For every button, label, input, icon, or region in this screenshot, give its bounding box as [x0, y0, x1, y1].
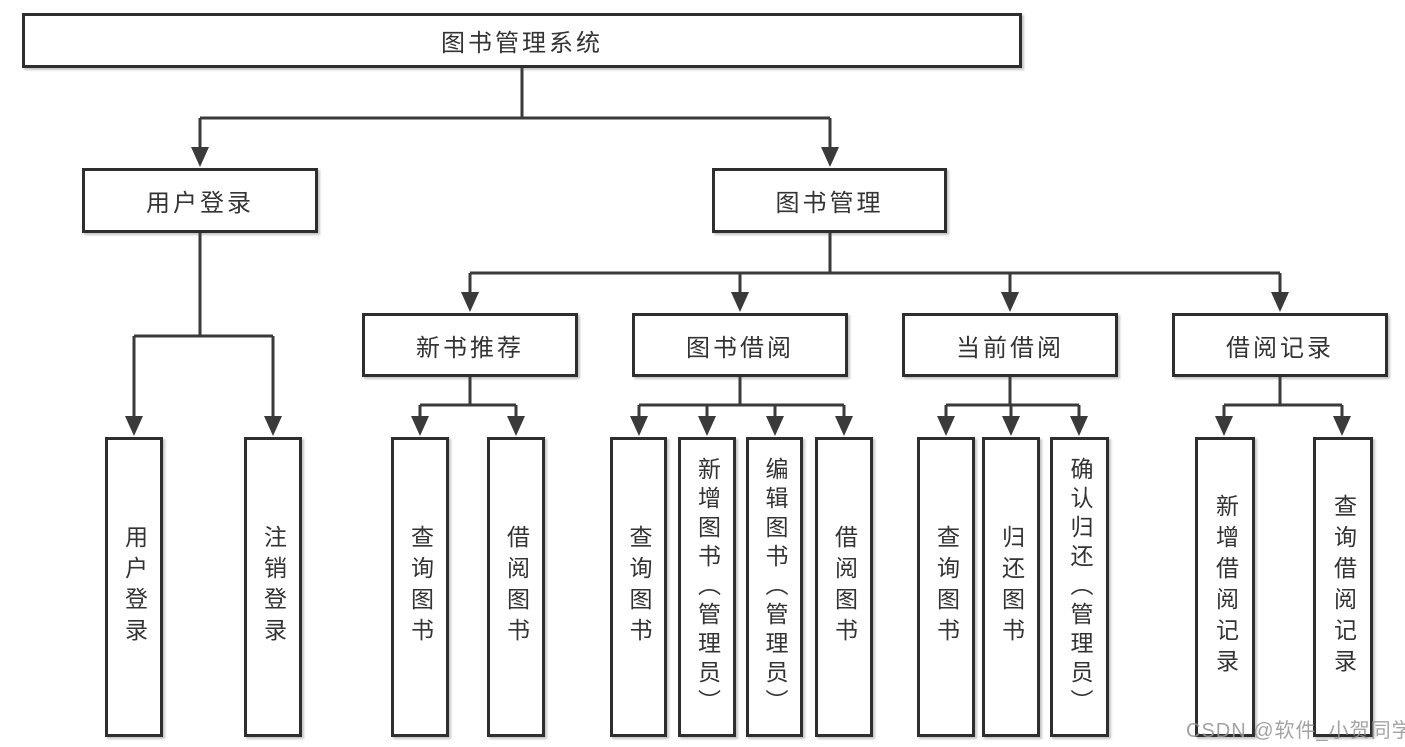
leaf-rec-query-book: 查询图书 — [391, 437, 449, 737]
leaf-rec-borrow-book-label: 借阅图书 — [503, 525, 530, 649]
leaf-rec-query-book-label: 查询图书 — [407, 525, 434, 649]
leaf-bb-add-book-label: 新增图书（管理员） — [694, 456, 721, 718]
leaf-user-login-label: 用户登录 — [121, 525, 148, 649]
leaf-bb-add-book: 新增图书（管理员） — [678, 437, 736, 737]
leaf-cb-return-book-label: 归还图书 — [998, 525, 1025, 649]
leaf-cb-return-book: 归还图书 — [982, 437, 1040, 737]
node-user-login-label: 用户登录 — [146, 190, 254, 217]
leaf-cb-confirm-return: 确认归还（管理员） — [1050, 437, 1109, 737]
leaf-bb-edit-book: 编辑图书（管理员） — [746, 437, 803, 737]
leaf-br-query-record-label: 查询借阅记录 — [1330, 494, 1357, 680]
node-user-login: 用户登录 — [82, 168, 318, 233]
node-borrowing-records: 借阅记录 — [1172, 313, 1388, 377]
leaf-user-login: 用户登录 — [105, 437, 163, 737]
leaf-cb-query-book-label: 查询图书 — [933, 525, 960, 649]
node-root: 图书管理系统 — [22, 13, 1022, 68]
leaf-br-query-record: 查询借阅记录 — [1313, 437, 1373, 737]
leaf-bb-borrow-book-label: 借阅图书 — [831, 525, 858, 649]
node-current-borrowing-label: 当前借阅 — [956, 334, 1064, 362]
leaf-rec-borrow-book: 借阅图书 — [487, 437, 545, 737]
leaf-bb-query-book-label: 查询图书 — [626, 525, 652, 649]
node-book-management: 图书管理 — [712, 168, 947, 233]
leaf-br-add-record-label: 新增借阅记录 — [1212, 494, 1239, 680]
node-new-book-recommend-label: 新书推荐 — [416, 334, 524, 362]
leaf-cb-confirm-return-label: 确认归还（管理员） — [1067, 456, 1093, 718]
node-borrowing-records-label: 借阅记录 — [1226, 334, 1334, 362]
node-current-borrowing: 当前借阅 — [902, 313, 1118, 377]
leaf-bb-edit-book-label: 编辑图书（管理员） — [762, 456, 788, 718]
leaf-br-add-record: 新增借阅记录 — [1195, 437, 1255, 737]
leaf-bb-query-book: 查询图书 — [610, 437, 667, 737]
node-new-book-recommend: 新书推荐 — [362, 313, 578, 377]
leaf-logout-label: 注销登录 — [260, 525, 287, 649]
node-book-borrowing-label: 图书借阅 — [686, 334, 794, 362]
csdn-watermark: CSDN @软件_小贺同学 — [1186, 720, 1405, 742]
node-book-borrowing: 图书借阅 — [632, 313, 848, 377]
node-book-management-label: 图书管理 — [775, 190, 884, 217]
leaf-logout: 注销登录 — [244, 437, 302, 737]
node-root-label: 图书管理系统 — [441, 30, 603, 57]
leaf-bb-borrow-book: 借阅图书 — [815, 437, 873, 737]
leaf-cb-query-book: 查询图书 — [917, 437, 975, 737]
